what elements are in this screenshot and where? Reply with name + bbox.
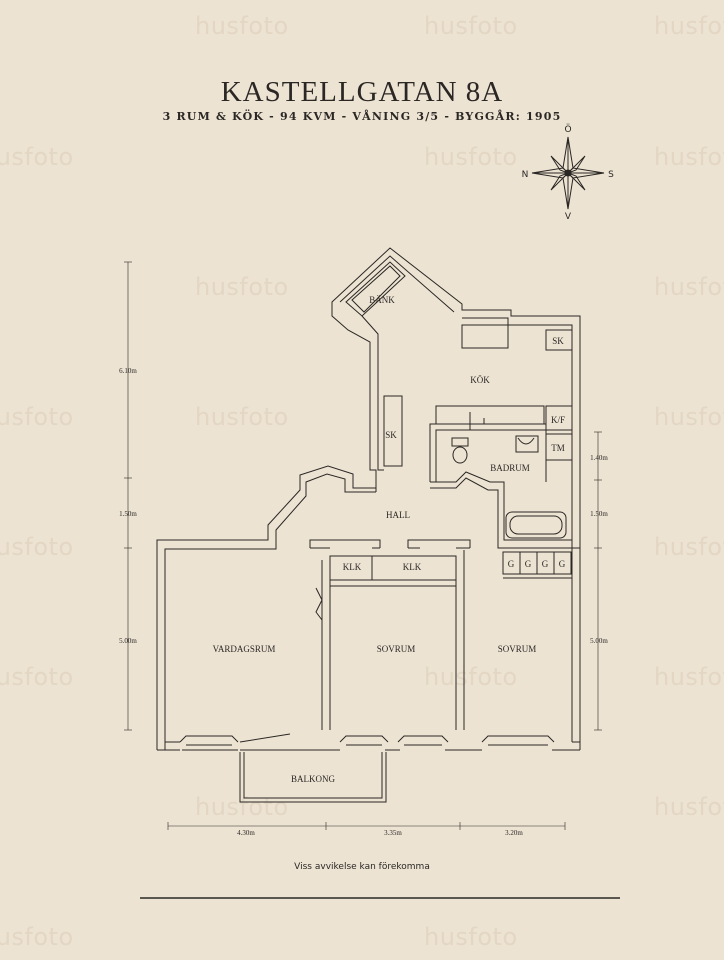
room-label-tm: TM [551, 443, 565, 453]
watermark: husfoto [0, 533, 74, 561]
page-title: KASTELLGATAN 8A [220, 76, 504, 108]
room-label-sovrum-2: SOVRUM [498, 644, 537, 654]
watermark: husfoto [195, 12, 289, 40]
page-subtitle: 3 RUM & KÖK - 94 KVM - VÅNING 3/5 - BYGG… [162, 110, 562, 123]
compass-east-label: S [608, 170, 614, 180]
dimension-label: 4.30m [237, 829, 255, 837]
room-label-hall: HALL [386, 510, 410, 520]
watermark: husfoto [424, 663, 518, 691]
room-label-sovrum-1: SOVRUM [377, 644, 416, 654]
disclaimer-note: Viss avvikelse kan förekomma [294, 862, 430, 872]
watermark: husfoto [424, 143, 518, 171]
watermark: husfoto [654, 663, 724, 691]
watermark: husfoto [654, 12, 724, 40]
compass-icon [531, 136, 605, 210]
room-label-g-4: G [559, 559, 566, 569]
interior-walls [309, 265, 580, 730]
room-label-bank: BÄNK [369, 295, 395, 305]
dimension-label: 5.00m [119, 637, 137, 645]
compass-north-label: Ö [564, 124, 571, 135]
watermark: husfoto [0, 403, 74, 431]
room-label-klk-2: KLK [403, 562, 422, 572]
room-label-sk-left: SK [385, 430, 397, 440]
room-label-g-2: G [525, 559, 532, 569]
dimension-label: 5.00m [590, 637, 608, 645]
room-label-sk-top: SK [552, 336, 564, 346]
watermark: husfoto [0, 143, 74, 171]
watermark: husfoto [654, 793, 724, 821]
room-label-vardagsrum: VARDAGSRUM [213, 644, 276, 654]
room-label-g-1: G [508, 559, 515, 569]
room-label-badrum: BADRUM [490, 463, 530, 473]
watermark: husfoto [424, 923, 518, 951]
compass-south-label: V [565, 212, 572, 222]
balcony [239, 752, 387, 803]
watermark: husfoto [195, 403, 289, 431]
watermark: husfoto [424, 12, 518, 40]
room-label-kf: K/F [551, 415, 565, 425]
dimension-label: 1.40m [590, 454, 608, 462]
compass-west-label: N [522, 170, 529, 180]
watermark: husfoto [0, 923, 74, 951]
windows [179, 735, 555, 751]
watermark: husfoto [654, 273, 724, 301]
dimension-label: 6.10m [119, 367, 137, 375]
doors [239, 412, 485, 743]
room-label-klk-1: KLK [343, 562, 362, 572]
watermark: husfoto [195, 273, 289, 301]
dimension-label: 1.50m [119, 510, 137, 518]
dimension-label: 3.35m [384, 829, 402, 837]
exterior-walls [156, 247, 581, 751]
watermark: husfoto [0, 663, 74, 691]
watermark: husfoto [654, 403, 724, 431]
room-label-kok: KÖK [470, 375, 490, 385]
bathroom-fixtures [451, 435, 567, 539]
dimension-label: 1.50m [590, 510, 608, 518]
dimension-lines [124, 261, 602, 830]
room-label-balkong: BALKONG [291, 774, 335, 784]
dimension-label: 3.20m [505, 829, 523, 837]
watermark: husfoto [654, 533, 724, 561]
room-label-g-3: G [542, 559, 549, 569]
watermark: husfoto [654, 143, 724, 171]
